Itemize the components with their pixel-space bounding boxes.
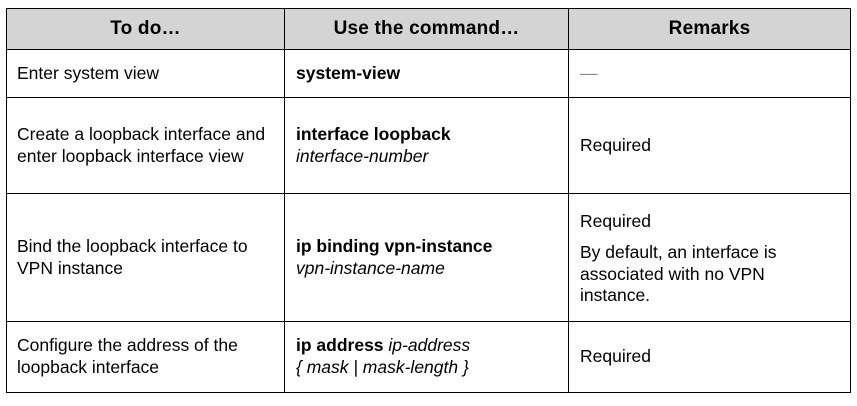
table-row: Configure the address of the loopback in…: [6, 321, 851, 393]
remarks-paragraph: Required: [580, 346, 652, 367]
command-text: system-view: [285, 57, 568, 91]
cell-remarks: Required: [568, 321, 851, 393]
cell-to-do: Configure the address of the loopback in…: [6, 321, 285, 393]
configuration-procedure-table: To do… Use the command… Remarks Enter sy…: [6, 8, 851, 393]
table-row: Create a loopback interface and enter lo…: [6, 97, 851, 194]
column-header-remarks-label: Remarks: [668, 17, 751, 39]
command-keyword: ip address: [296, 335, 384, 356]
table-row: Enter system view system-view —: [6, 49, 851, 98]
cell-remarks: Required By default, an interface is ass…: [568, 193, 851, 322]
remarks-text: —: [569, 57, 850, 91]
remarks-text: Required By default, an interface is ass…: [569, 202, 850, 313]
cell-command: ip address ip-address { mask | mask-leng…: [284, 321, 569, 393]
to-do-text: Create a loopback interface and enter lo…: [17, 123, 266, 166]
to-do-text: Configure the address of the loopback in…: [17, 335, 238, 377]
em-dash-placeholder: —: [580, 62, 598, 83]
cell-command: ip binding vpn-instance vpn-instance-nam…: [284, 193, 569, 322]
header-row: To do… Use the command… Remarks: [6, 8, 851, 50]
command-parameter: vpn-instance-name: [296, 257, 445, 278]
command-text: ip address ip-address { mask | mask-leng…: [285, 329, 568, 384]
column-header-use-the-command-label: Use the command…: [333, 17, 520, 39]
remarks-text: Required: [569, 129, 850, 163]
to-do-text: Enter system view: [17, 62, 159, 83]
to-do-text: Bind the loopback interface to VPN insta…: [17, 235, 248, 278]
command-line-1: ip address ip-address: [296, 335, 557, 357]
command-parameter: interface-number: [296, 145, 429, 166]
command-keyword: interface loopback: [296, 123, 451, 144]
column-header-to-do-label: To do…: [110, 17, 181, 39]
table-row: Bind the loopback interface to VPN insta…: [6, 193, 851, 322]
remarks-text: Required: [569, 340, 850, 374]
column-header-use-the-command: Use the command…: [284, 8, 569, 50]
cell-to-do: Enter system view: [6, 49, 285, 98]
command-parameter: ip-address: [388, 335, 471, 356]
cell-remarks: —: [568, 49, 851, 98]
cell-command: interface loopback interface-number: [284, 97, 569, 194]
command-parameter-options: { mask | mask-length }: [296, 357, 469, 377]
remarks-paragraph: By default, an interface is associated w…: [580, 241, 777, 306]
command-keyword: ip binding vpn-instance: [296, 235, 493, 256]
command-text: interface loopback interface-number: [285, 118, 568, 173]
remarks-paragraph: Required: [580, 211, 652, 232]
column-header-remarks: Remarks: [568, 8, 851, 50]
command-text: ip binding vpn-instance vpn-instance-nam…: [285, 230, 568, 285]
table-header: To do… Use the command… Remarks: [6, 8, 851, 50]
cell-command: system-view: [284, 49, 569, 98]
cell-remarks: Required: [568, 97, 851, 194]
remarks-paragraph: Required: [580, 134, 652, 155]
command-keyword: system-view: [296, 62, 401, 83]
column-header-to-do: To do…: [6, 8, 285, 50]
cell-to-do: Bind the loopback interface to VPN insta…: [6, 193, 285, 322]
table-body: Enter system view system-view — Create a…: [6, 49, 851, 393]
cell-to-do: Create a loopback interface and enter lo…: [6, 97, 285, 194]
